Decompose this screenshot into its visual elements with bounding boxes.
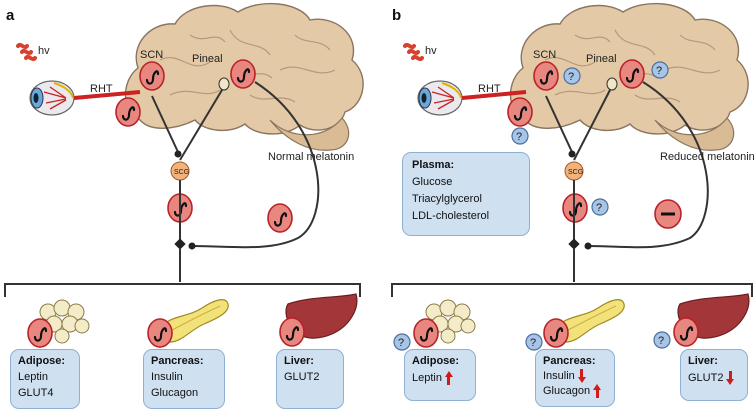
pancreas-box: Pancreas: Insulin Glucagon [143, 349, 225, 409]
panel-a: a hv RHT SCN Pineal SCG Normal melatonin [4, 2, 364, 349]
pancreas-title: Pancreas: [543, 355, 596, 367]
question-text: ? [530, 337, 536, 349]
decrease-arrow-icon [577, 369, 586, 383]
scg-label: SCG [568, 169, 583, 176]
liver-clock-icon [672, 316, 700, 348]
melatonin-label: Reduced melatonin [660, 151, 755, 163]
plasma-row: Triacylglycerol [412, 193, 482, 205]
question-text: ? [568, 71, 574, 83]
scn-label: SCN [533, 49, 556, 61]
melatonin-clock-icon [266, 202, 294, 234]
adipose-title: Adipose: [412, 355, 460, 367]
adipose-row: Leptin [18, 371, 48, 383]
pancreas-row: Insulin [543, 369, 575, 382]
light-label: hv [38, 45, 50, 57]
panel-b-letter: b [392, 7, 401, 24]
liver-row: GLUT2 [284, 371, 320, 383]
liver-box: Liver: GLUT2 [680, 349, 748, 401]
increase-arrow-icon [444, 371, 453, 385]
rht-label: RHT [90, 83, 113, 95]
pancreas-box: Pancreas: Insulin Glucagon [535, 349, 615, 407]
rht-label: RHT [478, 83, 501, 95]
pancreas-clock-icon [146, 317, 174, 349]
light-label: hv [425, 45, 437, 57]
liver-row: GLUT2 [688, 371, 724, 384]
adipose-box: Adipose: Leptin [404, 349, 476, 401]
adipose-row: GLUT4 [18, 387, 54, 399]
adipose-row: Leptin [412, 371, 442, 384]
retina-clock-icon [114, 96, 142, 128]
question-text: ? [596, 202, 602, 214]
plasma-row: LDL-cholesterol [412, 210, 490, 222]
pancreas-row: Insulin [151, 371, 183, 383]
question-text: ? [656, 65, 662, 77]
liver-clock-icon [278, 316, 306, 348]
plasma-title: Plasma: [412, 159, 455, 171]
pineal-clock-icon [618, 58, 646, 90]
liver-box: Liver: GLUT2 [276, 349, 344, 409]
light-icon [16, 42, 37, 62]
question-text: ? [658, 335, 664, 347]
retina-clock-icon [506, 96, 534, 128]
rht-tract [461, 90, 527, 100]
pancreas-row: Glucagon [543, 384, 591, 397]
pineal-label: Pineal [192, 53, 223, 65]
scg-label: SCG [174, 169, 189, 176]
increase-arrow-icon [593, 384, 602, 398]
plasma-box: Plasma: Glucose Triacylglycerol LDL-chol… [402, 152, 530, 236]
liver-title: Liver: [688, 355, 718, 367]
eye-icon [29, 80, 75, 116]
scn-label: SCN [140, 49, 163, 61]
pineal-clock-icon [229, 58, 257, 90]
pancreas-clock-icon [542, 317, 570, 349]
panel-a-letter: a [6, 7, 15, 24]
question-text: ? [398, 337, 404, 349]
question-text: ? [516, 131, 522, 143]
eye-icon [417, 80, 463, 116]
melatonin-label: Normal melatonin [268, 151, 354, 163]
liver-title: Liver: [284, 355, 314, 367]
adipose-clock-icon [412, 317, 440, 349]
scn-clock-icon [138, 60, 166, 92]
rht-tract [73, 90, 141, 100]
decrease-arrow-icon [726, 371, 735, 385]
adipose-clock-icon [26, 317, 54, 349]
plasma-row: Glucose [412, 176, 453, 188]
pancreas-title: Pancreas: [151, 355, 204, 367]
pineal-label: Pineal [586, 53, 617, 65]
scn-clock-icon [532, 60, 560, 92]
adipose-title: Adipose: [18, 355, 66, 367]
light-icon [403, 42, 424, 62]
adipose-box: Adipose: Leptin GLUT4 [10, 349, 80, 409]
pancreas-row: Glucagon [151, 387, 199, 399]
